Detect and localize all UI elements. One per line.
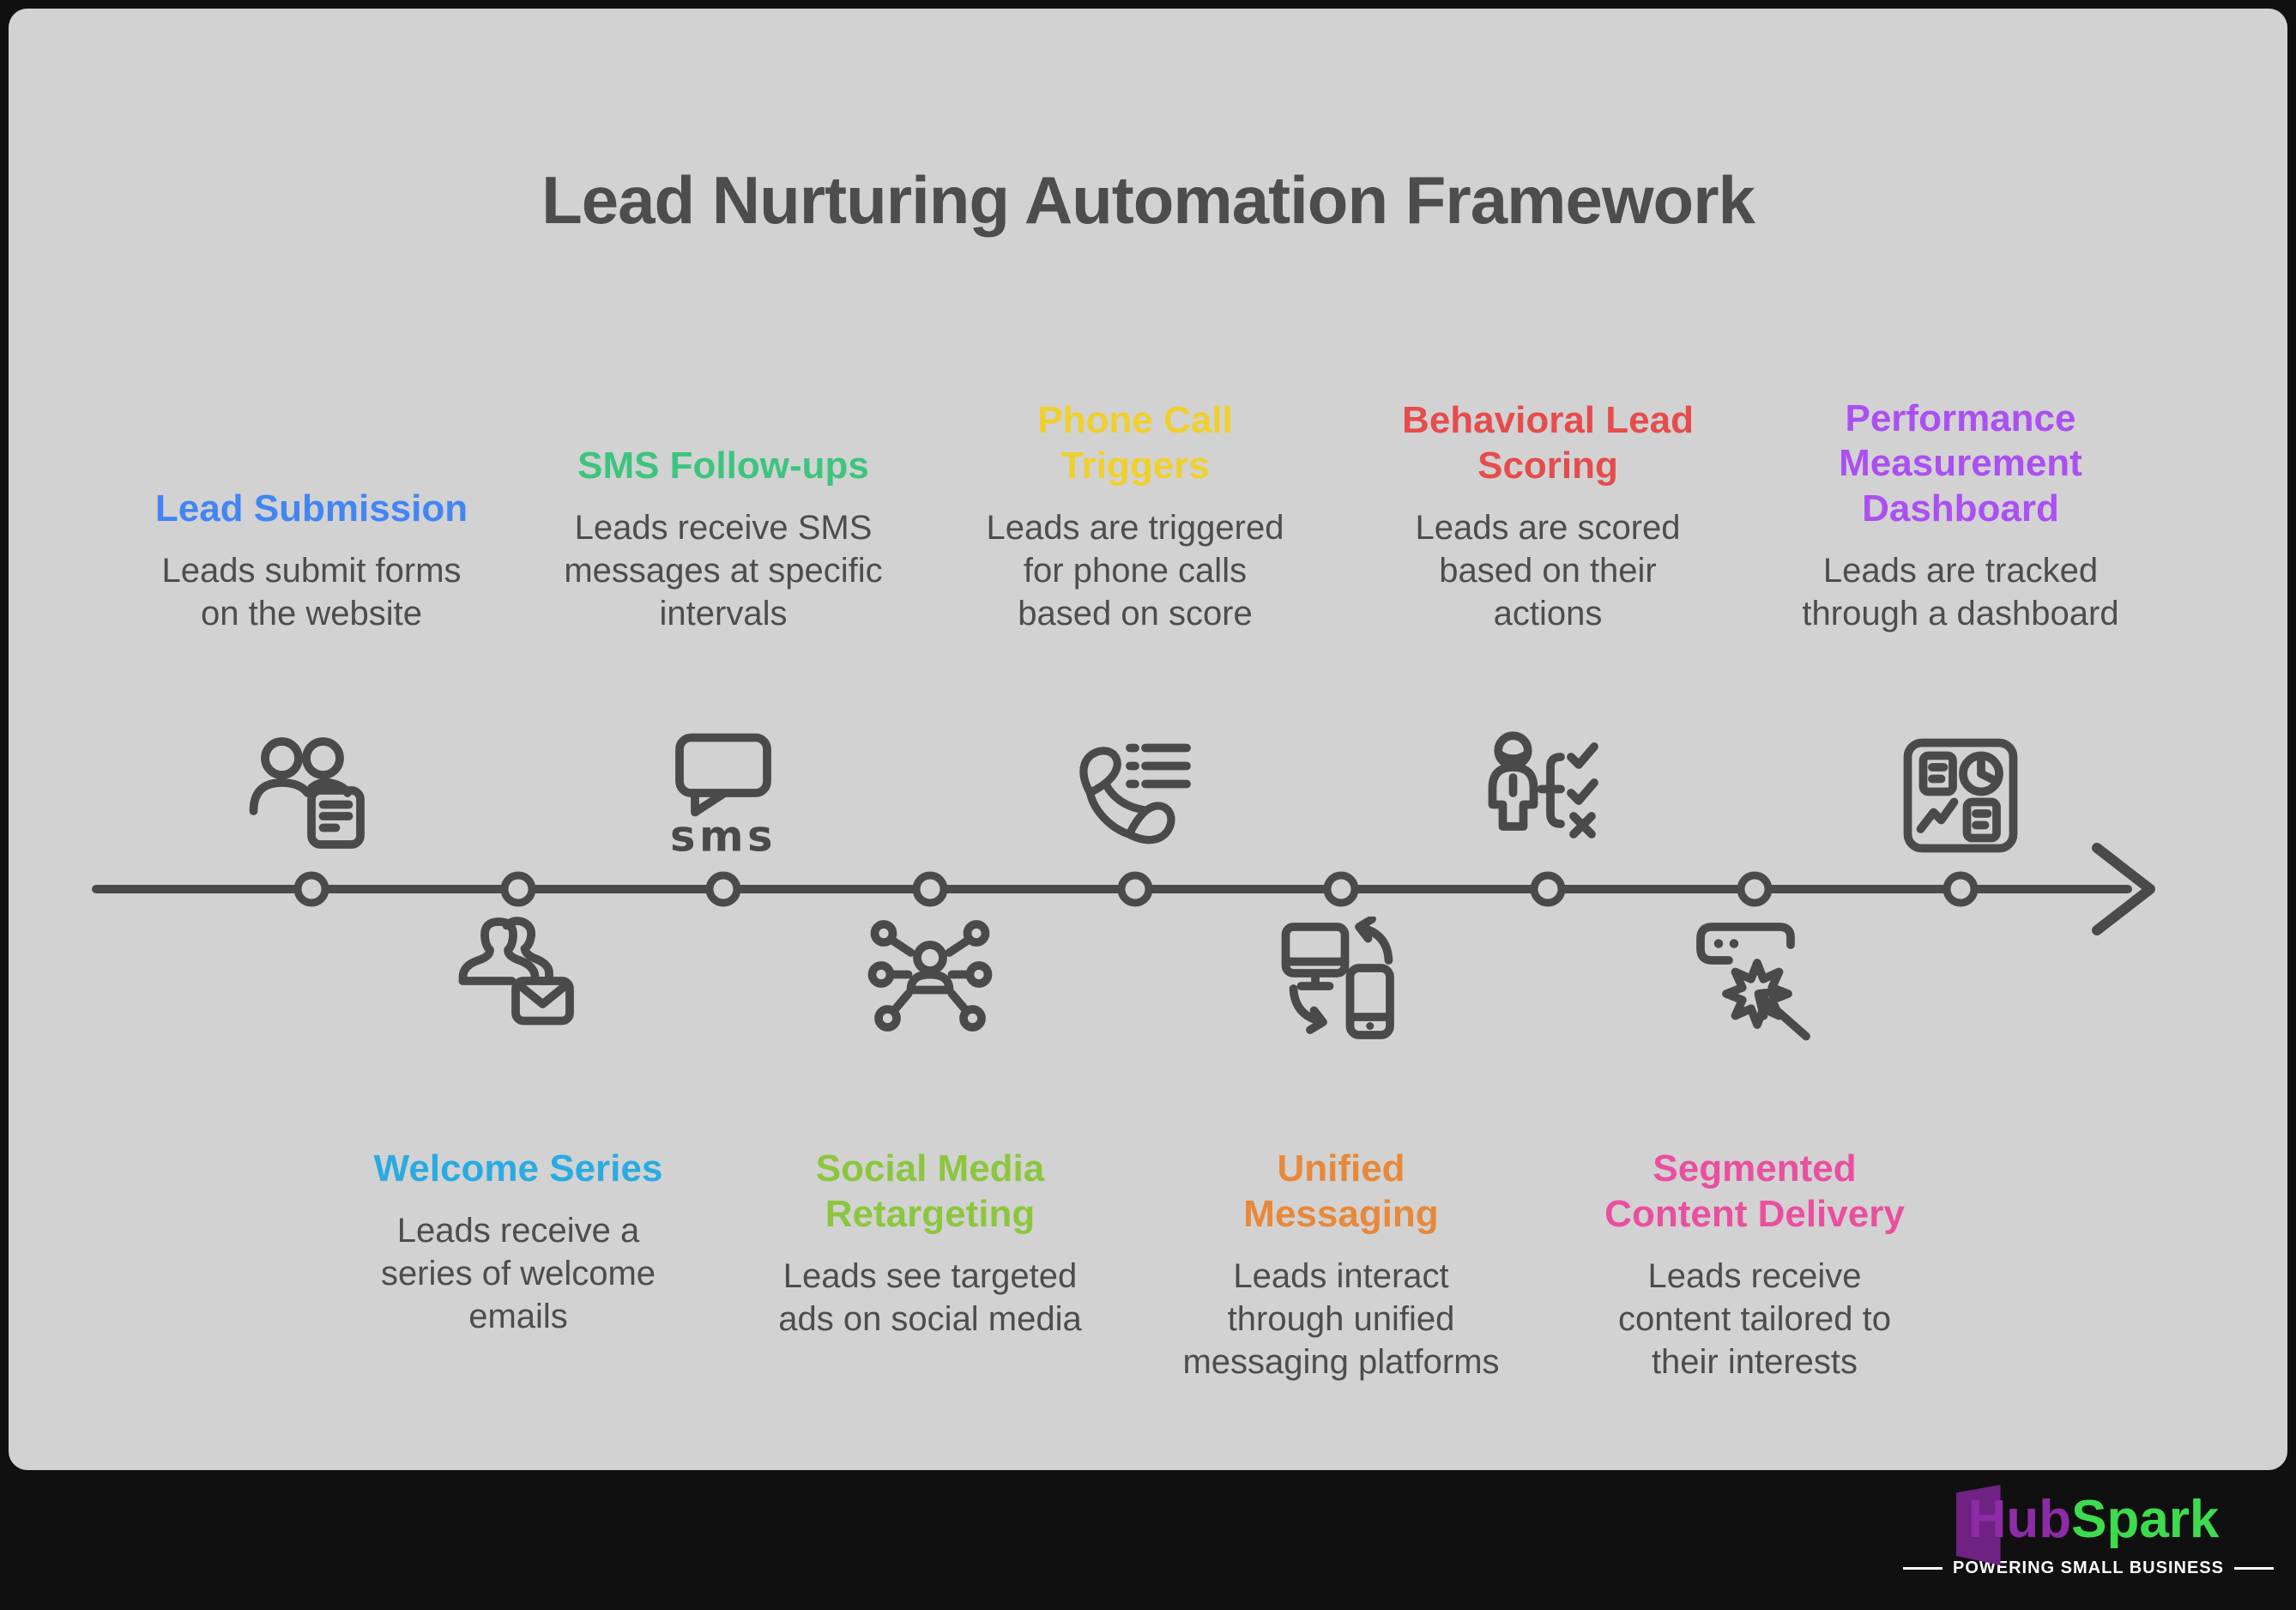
- stage-title: Social Media Retargeting: [815, 1147, 1045, 1235]
- stage-social-media-retargeting: Social Media Retargeting Leads see targe…: [733, 1147, 1127, 1341]
- timeline-dot: [1530, 871, 1566, 907]
- tagline-line-right: [2234, 1567, 2274, 1570]
- stage-lead-submission: Lead Submission Leads submit forms on th…: [114, 316, 509, 635]
- lead-submission-icon: [247, 731, 376, 860]
- tagline-line-left: [1903, 1567, 1943, 1570]
- brand-name: HubSpark: [1955, 1485, 2220, 1565]
- stage-description: Leads interact through unified messaging…: [1182, 1256, 1500, 1381]
- timeline-dot: [1737, 871, 1773, 907]
- timeline-dot: [912, 871, 948, 907]
- stage-title: Unified Messaging: [1243, 1147, 1439, 1235]
- timeline-arrow-icon: [2092, 843, 2155, 935]
- stage-title: Welcome Series: [373, 1147, 663, 1189]
- brand-logo: HubSpark POWERING SMALL BUSINESS: [1903, 1485, 2274, 1578]
- stage-description: Leads submit forms on the website: [161, 552, 462, 632]
- infographic-sheet: [9, 9, 2287, 1470]
- stage-title: Phone Call Triggers: [1037, 399, 1233, 487]
- welcome-series-icon: [454, 917, 583, 1045]
- stage-title: Segmented Content Delivery: [1604, 1147, 1905, 1235]
- stage-behavioral-lead-scoring: Behavioral Lead Scoring Leads are scored…: [1350, 316, 1745, 635]
- stage-description: Leads are triggered for phone calls base…: [986, 509, 1284, 632]
- dashboard-icon: [1896, 731, 2025, 860]
- timeline-dot: [1943, 871, 1979, 907]
- sms-label: sms: [670, 812, 776, 861]
- segmented-content-icon: [1690, 917, 1819, 1045]
- stage-segmented-content-delivery: Segmented Content Delivery Leads receive…: [1557, 1147, 1952, 1383]
- stage-description: Leads receive a series of welcome emails: [380, 1211, 656, 1335]
- stage-title: Performance Measurement Dashboard: [1839, 396, 2082, 530]
- stage-description: Leads are tracked through a dashboard: [1802, 552, 2119, 632]
- stage-welcome-series: Welcome Series Leads receive a series of…: [321, 1147, 716, 1338]
- timeline-axis: [92, 843, 2155, 935]
- timeline-dot: [293, 871, 329, 907]
- timeline-dot: [500, 871, 536, 907]
- timeline-dot: [1323, 871, 1359, 907]
- stage-sms-follow-ups: SMS Follow-ups Leads receive SMS message…: [526, 316, 921, 635]
- retargeting-network-icon: [866, 917, 994, 1045]
- stage-title: Behavioral Lead Scoring: [1402, 399, 1694, 487]
- stage-description: Leads receive content tailored to their …: [1618, 1256, 1891, 1381]
- tagline-text: POWERING SMALL BUSINESS: [1953, 1559, 2224, 1577]
- stage-unified-messaging: Unified Messaging Leads interact through…: [1144, 1147, 1538, 1383]
- lead-scoring-icon: [1483, 731, 1612, 860]
- unified-messaging-icon: [1277, 915, 1405, 1045]
- stage-description: Leads receive SMS messages at specific i…: [564, 509, 883, 632]
- phone-call-icon: [1071, 731, 1199, 860]
- brand-tagline: POWERING SMALL BUSINESS: [1903, 1559, 2274, 1578]
- brand-door-shape: [1955, 1485, 2001, 1565]
- stage-description: Leads see targeted ads on social media: [778, 1256, 1082, 1338]
- sms-icon: sms: [659, 731, 788, 862]
- stage-title: SMS Follow-ups: [577, 445, 869, 487]
- timeline-dot: [705, 871, 741, 907]
- stage-description: Leads are scored based on their actions: [1415, 509, 1681, 632]
- page-title: Lead Nurturing Automation Framework: [541, 162, 1755, 238]
- brand-name-spark: Spark: [2071, 1490, 2220, 1549]
- stage-phone-call-triggers: Phone Call Triggers Leads are triggered …: [938, 316, 1332, 635]
- timeline-dot: [1117, 871, 1153, 907]
- stage-performance-dashboard: Performance Measurement Dashboard Leads …: [1763, 316, 2158, 635]
- brand-name-hub: Hub: [1967, 1490, 2072, 1549]
- stage-title: Lead Submission: [154, 487, 468, 530]
